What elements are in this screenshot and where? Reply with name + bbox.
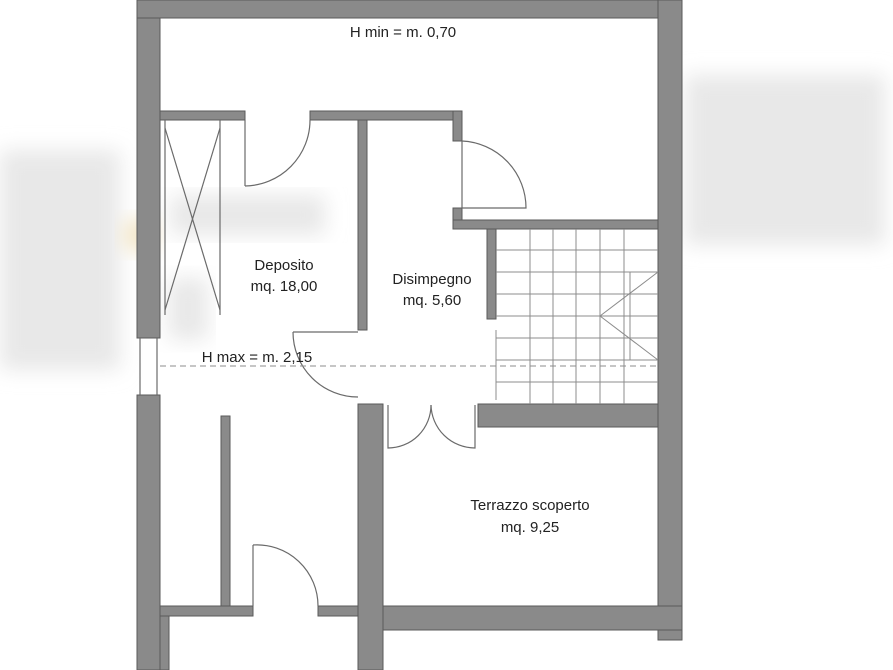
wall-bottom-left-b [317, 605, 359, 617]
label-terrazzo-area: mq. 9,25 [501, 519, 559, 536]
wall-bottom-stub-left [159, 615, 170, 670]
wall-left-lower [136, 394, 161, 670]
interior-walls [159, 110, 659, 670]
blur-patch-small [168, 278, 208, 340]
label-deposito-name: Deposito [254, 257, 313, 274]
closet [164, 120, 221, 315]
staircase [495, 229, 659, 404]
blur-patch-right [685, 75, 885, 245]
wall-left-upper [136, 0, 161, 339]
exterior-walls [136, 0, 683, 670]
wall-bottom-left-a [159, 605, 254, 617]
wall-deposito-top-right [309, 110, 463, 121]
wall-deposito-disimpegno [357, 119, 368, 331]
label-disimpegno-name: Disimpegno [392, 271, 471, 288]
doors [244, 119, 527, 607]
wall-right [657, 0, 683, 641]
door-disimpegno-swing [461, 140, 527, 209]
wall-terrace-top [477, 403, 659, 428]
wall-top [136, 0, 683, 19]
wall-corridor-left [220, 415, 231, 615]
door-deposito-swing [244, 119, 311, 187]
wall-stair-left [486, 228, 497, 320]
door-terrace-leaf-left [387, 404, 432, 449]
left-window [139, 338, 158, 395]
door-terrace-leaf-right [430, 404, 476, 449]
wall-deposito-top-left [159, 110, 246, 121]
door-hall-swing [292, 331, 359, 398]
blur-patch-left [0, 150, 120, 370]
label-disimpegno-area: mq. 5,60 [403, 292, 461, 309]
label-hmax: H max = m. 2,15 [202, 349, 312, 366]
door-bottom-swing [252, 544, 319, 607]
labels: H min = m. 0,70 Deposito mq. 18,00 Disim… [202, 24, 590, 536]
wall-center-vertical [357, 403, 384, 670]
label-terrazzo-name: Terrazzo scoperto [470, 497, 589, 514]
label-deposito-area: mq. 18,00 [251, 278, 318, 295]
wall-bottom-right [357, 605, 683, 631]
wall-disimpegno-stub [452, 110, 463, 142]
label-hmin: H min = m. 0,70 [350, 24, 456, 41]
wall-stair-top [452, 219, 659, 230]
blurred-watermarks [0, 75, 885, 370]
